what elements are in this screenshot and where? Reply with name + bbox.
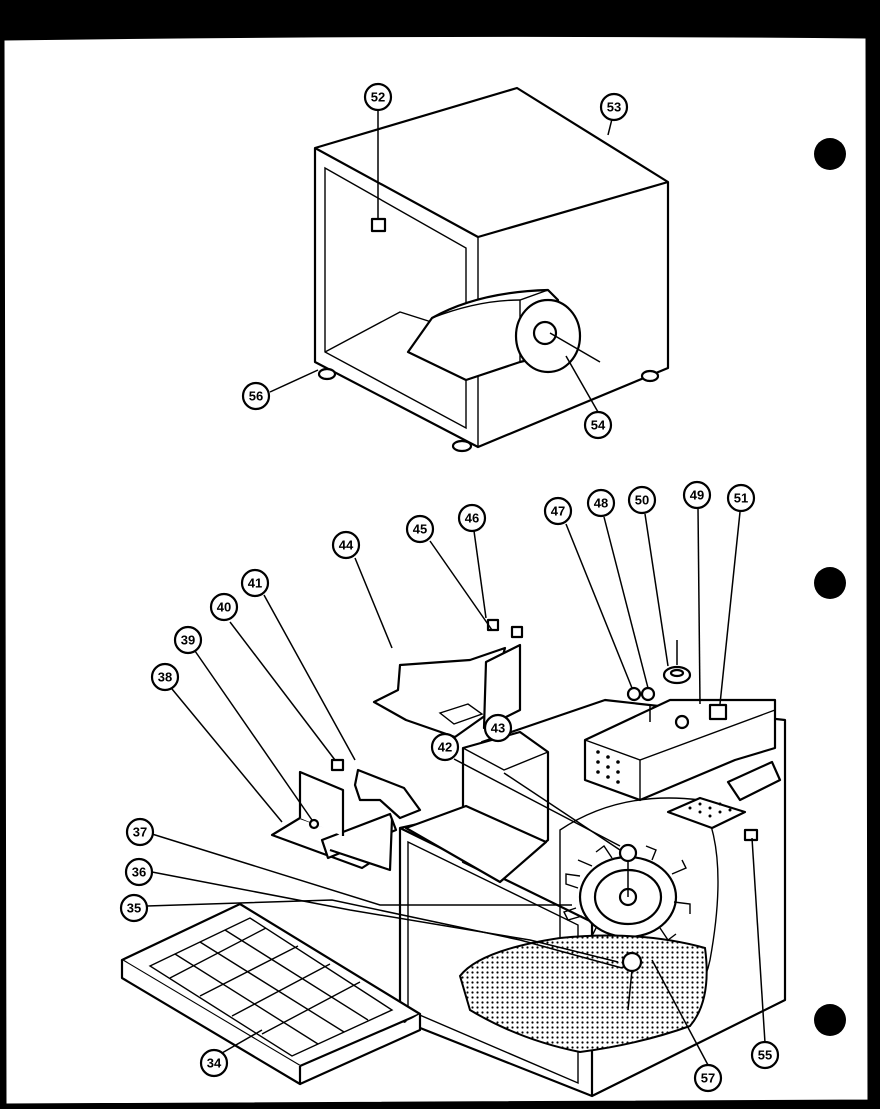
waveguide-cover [372,618,524,739]
control-box [583,698,782,842]
svg-text:57: 57 [701,1071,715,1086]
diagram-caption: INTERIOR PARTS [355,1098,553,1109]
punch-hole-top [814,138,846,170]
callout-35: 35 [119,893,149,923]
svg-text:41: 41 [248,576,262,591]
callout-44: 44 [331,530,361,560]
callout-55: 55 [750,1040,780,1070]
callout-38: 38 [150,662,180,692]
mounting-brackets [270,758,422,872]
callout-52: 52 [363,82,393,112]
svg-text:45: 45 [413,522,427,537]
svg-text:54: 54 [591,418,606,433]
svg-text:49: 49 [690,488,704,503]
oven-rack-tray [120,902,422,1086]
ceramic-shelf [458,934,708,1054]
svg-text:36: 36 [132,865,146,880]
callout-51: 51 [726,483,756,513]
svg-text:42: 42 [438,740,452,755]
svg-text:48: 48 [594,496,608,511]
svg-text:37: 37 [133,825,147,840]
callout-49: 49 [682,480,712,510]
svg-text:40: 40 [217,600,231,615]
callout-57: 57 [693,1063,723,1093]
callout-41: 41 [240,568,270,598]
callout-37: 37 [125,817,155,847]
svg-text:44: 44 [339,538,354,553]
callout-56: 56 [241,381,271,411]
svg-text:34: 34 [207,1056,222,1071]
svg-text:39: 39 [181,633,195,648]
svg-text:55: 55 [758,1048,772,1063]
callout-48: 48 [586,488,616,518]
punch-hole-middle [814,567,846,599]
svg-text:47: 47 [551,504,565,519]
air-duct [406,288,601,382]
svg-text:53: 53 [607,100,621,115]
leader-lines [146,110,766,1066]
svg-text:43: 43 [491,721,505,736]
callout-39: 39 [173,625,203,655]
svg-text:38: 38 [158,670,172,685]
callout-53: 53 [599,92,629,122]
knob-hardware [626,640,728,730]
svg-text:52: 52 [371,90,385,105]
punch-hole-bottom [814,1004,846,1036]
callout-36: 36 [124,857,154,887]
svg-text:51: 51 [734,491,748,506]
callout-40: 40 [209,592,239,622]
callout-46: 46 [457,503,487,533]
callout-43: 43 [483,713,513,743]
callout-47: 47 [543,496,573,526]
outer-cabinet [313,86,670,453]
svg-text:56: 56 [249,389,263,404]
callout-42: 42 [430,732,460,762]
svg-text:50: 50 [635,493,649,508]
callout-34: 34 [199,1048,229,1078]
callout-54: 54 [583,410,613,440]
callout-50: 50 [627,485,657,515]
svg-text:35: 35 [127,901,141,916]
callout-45: 45 [405,514,435,544]
stirrer-fan [563,843,691,955]
svg-text:46: 46 [465,511,479,526]
